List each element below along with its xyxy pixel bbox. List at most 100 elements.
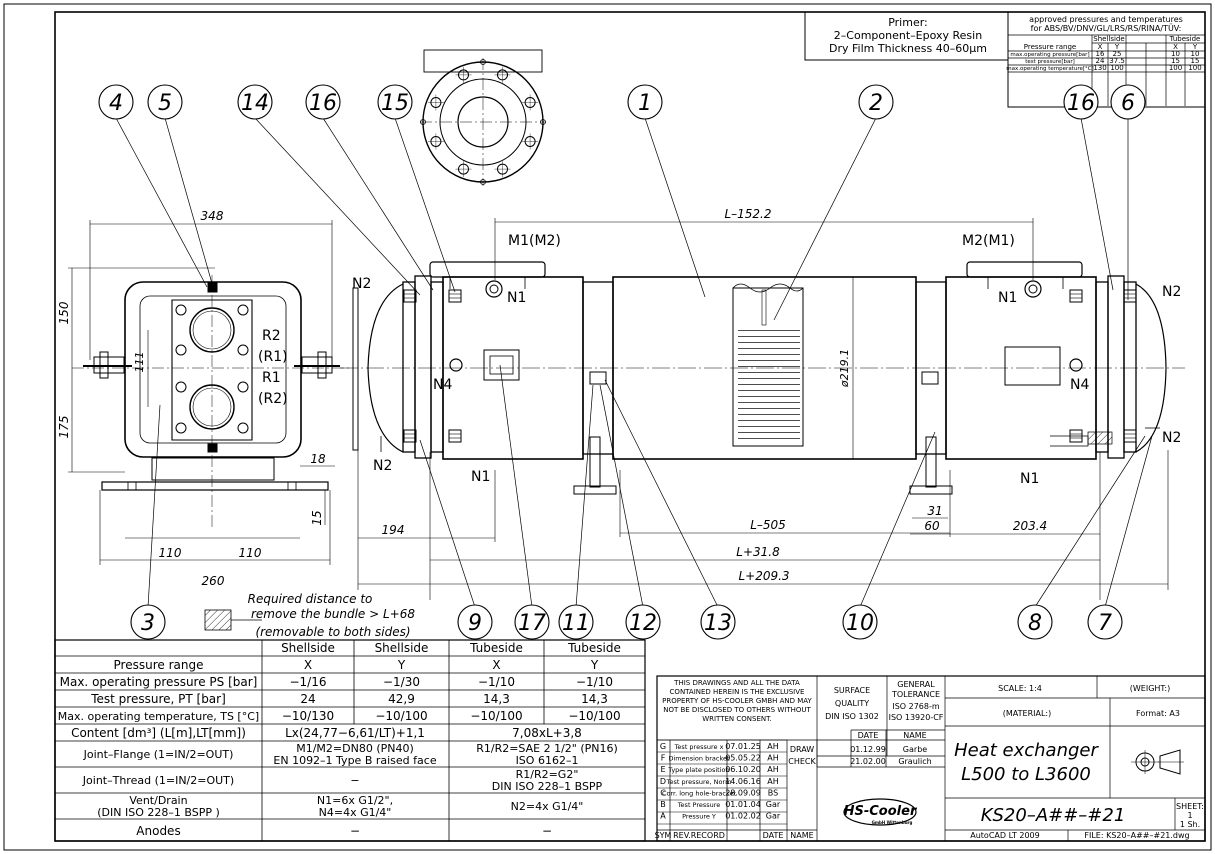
item-balloon: 16	[1063, 84, 1099, 120]
approved-cell: Y	[1114, 43, 1120, 51]
svg-text:Graulich: Graulich	[898, 757, 931, 766]
rev-date: 05.05.22	[725, 754, 761, 763]
rev-record: Pressure Y	[682, 813, 716, 821]
spec-cell: −10/100	[568, 709, 620, 723]
svg-text:21.02.00: 21.02.00	[850, 757, 886, 766]
rev-sym: E	[660, 765, 665, 774]
spec-cell: ISO 6162–1	[516, 754, 579, 767]
svg-text:01.12.99: 01.12.99	[850, 745, 886, 754]
approved-cell: 15	[1171, 57, 1180, 65]
rev-name: AH	[767, 765, 779, 774]
svg-text:15: 15	[310, 510, 324, 525]
rev-name: Gar	[766, 812, 781, 821]
side-view	[340, 261, 1185, 495]
spec-cell: −	[350, 774, 359, 787]
svg-text:L+209.3: L+209.3	[738, 569, 789, 583]
svg-text:N2: N2	[1162, 430, 1181, 446]
rev-date: 06.10.20	[725, 765, 761, 774]
svg-text:L–505: L–505	[750, 518, 786, 532]
svg-text:111: 111	[133, 352, 146, 373]
svg-text:14: 14	[241, 91, 269, 116]
svg-text:FILE: KS20–A##–#21.dwg: FILE: KS20–A##–#21.dwg	[1084, 831, 1189, 840]
spec-cell: Pressure range	[114, 658, 204, 672]
svg-text:11: 11	[562, 611, 590, 636]
svg-text:9: 9	[468, 611, 482, 636]
svg-text:GmbH Wittenburg: GmbH Wittenburg	[872, 820, 913, 825]
svg-text:N4: N4	[1070, 377, 1089, 393]
spec-cell: M1/M2=DN80 (PN40)	[296, 742, 414, 755]
svg-text:N1: N1	[1020, 471, 1039, 487]
bolt	[403, 289, 417, 303]
svg-text:150: 150	[57, 301, 71, 324]
spec-cell: 14,3	[483, 692, 510, 706]
svg-text:Primer:: Primer:	[888, 16, 928, 29]
svg-text:(R2): (R2)	[258, 391, 288, 407]
svg-text:L+31.8: L+31.8	[736, 545, 780, 559]
dimension-lines	[68, 218, 1169, 600]
svg-text:(removable to both sides): (removable to both sides)	[255, 625, 410, 639]
svg-text:ISO 2768-m: ISO 2768-m	[892, 702, 940, 711]
item-balloon: 1	[627, 84, 663, 120]
svg-text:15: 15	[381, 91, 409, 116]
svg-text:2–Component–Epoxy Resin: 2–Component–Epoxy Resin	[834, 29, 982, 42]
svg-text:203.4: 203.4	[1013, 519, 1047, 533]
approved-row-label: Pressure range	[1024, 43, 1076, 51]
svg-text:Shellside: Shellside	[1093, 35, 1124, 43]
spec-cell: Tubeside	[567, 641, 621, 655]
approved-cell: 100	[1110, 64, 1123, 72]
spec-cell: 7,08xL+3,8	[512, 726, 582, 740]
svg-text:3: 3	[141, 611, 155, 636]
svg-text:31: 31	[927, 504, 942, 518]
bolt	[1123, 429, 1137, 443]
approved-cell: 15	[1191, 57, 1200, 65]
approved-row-label: max.operating temperature[°C]	[1006, 66, 1093, 72]
rev-name: AH	[767, 777, 779, 786]
svg-text:TOLERANCE: TOLERANCE	[891, 690, 940, 699]
flange-top-view	[420, 49, 546, 186]
svg-text:1 Sh.: 1 Sh.	[1180, 820, 1200, 829]
spec-cell: EN 1092–1 Type B raised face	[273, 754, 436, 767]
svg-text:60: 60	[924, 519, 940, 533]
approved-cell: 10	[1171, 50, 1180, 58]
svg-text:N1: N1	[471, 469, 490, 485]
svg-text:SHEET:: SHEET:	[1176, 802, 1204, 811]
svg-text:7: 7	[1098, 611, 1112, 636]
spec-cell: Shellside	[375, 641, 429, 655]
svg-text:remove the bundle > L+68: remove the bundle > L+68	[251, 607, 415, 621]
rev-date: 01.02.02	[725, 812, 761, 821]
svg-text:110: 110	[159, 546, 182, 560]
svg-text:M1(M2): M1(M2)	[508, 233, 561, 249]
svg-text:N1: N1	[998, 290, 1017, 306]
spec-cell: X	[492, 658, 500, 672]
svg-text:PROPERTY OF HS-COOLER GMBH AND: PROPERTY OF HS-COOLER GMBH AND MAY	[662, 697, 812, 705]
projection-symbol-icon	[1131, 749, 1184, 775]
svg-text:SURFACE: SURFACE	[834, 686, 870, 695]
svg-text:Dry Film Thickness 40–60µm: Dry Film Thickness 40–60µm	[829, 42, 987, 55]
approved-cell: 16	[1096, 50, 1105, 58]
spec-cell: Lx(24,77−6,61/LT)+1,1	[285, 726, 425, 740]
rev-name: Gar	[766, 800, 781, 809]
svg-text:M2(M1): M2(M1)	[962, 233, 1015, 249]
rev-date: 28.09.09	[725, 788, 761, 797]
approved-cell: 37.5	[1109, 57, 1125, 65]
item-balloon: 7	[1087, 604, 1123, 640]
svg-text:for ABS/BV/DNV/GL/LRS/RS/RINA/: for ABS/BV/DNV/GL/LRS/RS/RINA/TÜV:	[1031, 23, 1182, 33]
spec-cell: Max. operating pressure PS [bar]	[60, 675, 258, 689]
svg-text:16: 16	[1067, 91, 1095, 116]
approved-cell: X	[1173, 43, 1178, 51]
rev-date: 14.06.16	[725, 777, 761, 786]
spec-cell: −10/130	[282, 709, 334, 723]
spec-cell: DIN ISO 228–1 BSPP	[492, 780, 603, 793]
svg-text:17: 17	[518, 611, 546, 636]
svg-text:AutoCAD LT 2009: AutoCAD LT 2009	[970, 831, 1039, 840]
svg-text:ISO 13920-CF: ISO 13920-CF	[889, 713, 944, 722]
spec-cell: 24	[300, 692, 315, 706]
svg-text:L500 to L3600: L500 to L3600	[961, 764, 1091, 785]
bolt-hole	[480, 59, 486, 65]
svg-text:18: 18	[310, 452, 326, 466]
svg-text:1: 1	[638, 91, 652, 116]
spec-cell: N4=4x G1/4"	[319, 806, 392, 819]
